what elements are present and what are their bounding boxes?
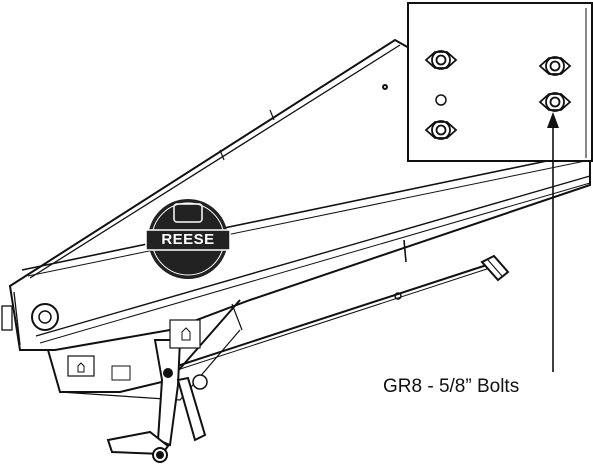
inset-bolt-left-bottom [424,120,458,140]
inset-bolt-right-top [538,56,572,76]
callout-arrow [547,112,559,372]
callout-label: GR8 - 5/8” Bolts [383,376,520,397]
pivot-pin [31,303,59,331]
latch-assembly [67,319,208,463]
reese-logo [145,199,231,279]
lock-handle-rod [164,254,510,375]
logo-text: REESE [161,231,215,248]
inset-bolt-left-top [424,50,458,70]
bolt-detail-inset [407,2,593,162]
inset-bolt-right-bottom [538,92,572,112]
